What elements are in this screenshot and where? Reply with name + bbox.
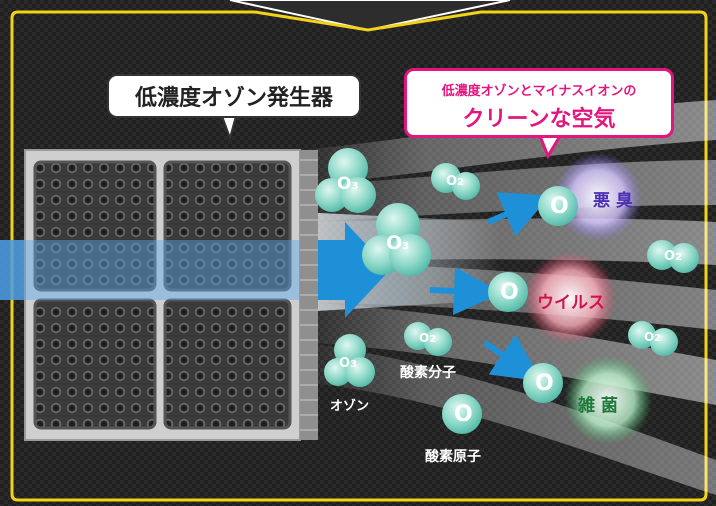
o-symbol-virus: O [500, 280, 519, 305]
oxygen-molecule-left [404, 322, 452, 356]
yellow-frame [10, 10, 708, 502]
o-symbol-bacteria: O [535, 371, 554, 396]
bacteria-label: 雑 菌 [578, 396, 618, 416]
arrow-to-odor [486, 192, 551, 237]
o-symbol-legend: O [454, 402, 473, 427]
oxygen-molecule-right-top [647, 240, 699, 273]
o3-symbol-top: O3 [337, 174, 359, 194]
oxygen-atom-label: 酸素原子 [425, 449, 481, 465]
oxygen-molecule-top [431, 163, 480, 200]
generator-title-callout: 低濃度オゾン発生器 [107, 74, 361, 118]
o3-symbol-bottom: O3 [339, 356, 358, 371]
ozone-molecule-bottom [324, 334, 375, 387]
o2-symbol-right-bottom: O2 [644, 330, 662, 344]
ozone-label: オゾン [330, 399, 370, 414]
ozone-molecule-top [315, 148, 376, 213]
oxygen-atom-virus [488, 272, 528, 312]
oxygen-atom-legend [442, 394, 482, 434]
arrow-to-virus [429, 267, 502, 315]
o2-symbol-top: O2 [446, 174, 465, 189]
ozone-generator-device [24, 149, 318, 441]
o2-symbol-left: O2 [419, 331, 437, 345]
clean-air-line1: 低濃度オゾンとマイナスイオンの [441, 84, 637, 99]
oxygen-atom-bacteria [523, 363, 563, 403]
top-notch [229, 0, 511, 32]
clean-air-line2: クリーンな空気 [462, 107, 616, 132]
main-flow-arrow [318, 222, 390, 318]
arrow-to-bacteria [483, 334, 542, 382]
clean-air-callout: 低濃度オゾンとマイナスイオンの クリーンな空気 [404, 68, 674, 138]
generator-title: 低濃度オゾン発生器 [134, 86, 333, 111]
oxygen-atom-odor [538, 186, 578, 226]
o3-symbol-center: O3 [386, 232, 410, 254]
oxygen-molecule-right-bottom [628, 321, 678, 356]
virus-label: ウイルス [537, 293, 605, 313]
odor-glow [554, 153, 642, 241]
ozone-molecule-center [362, 203, 431, 276]
beam-overlay [0, 240, 300, 300]
virus-glow [524, 252, 616, 344]
o2-symbol-right-top: O2 [664, 249, 683, 264]
bacteria-glow [564, 356, 652, 444]
o-symbol-odor: O [550, 194, 569, 219]
oxygen-molecule-label: 酸素分子 [400, 365, 456, 381]
odor-label: 悪 臭 [593, 191, 633, 211]
